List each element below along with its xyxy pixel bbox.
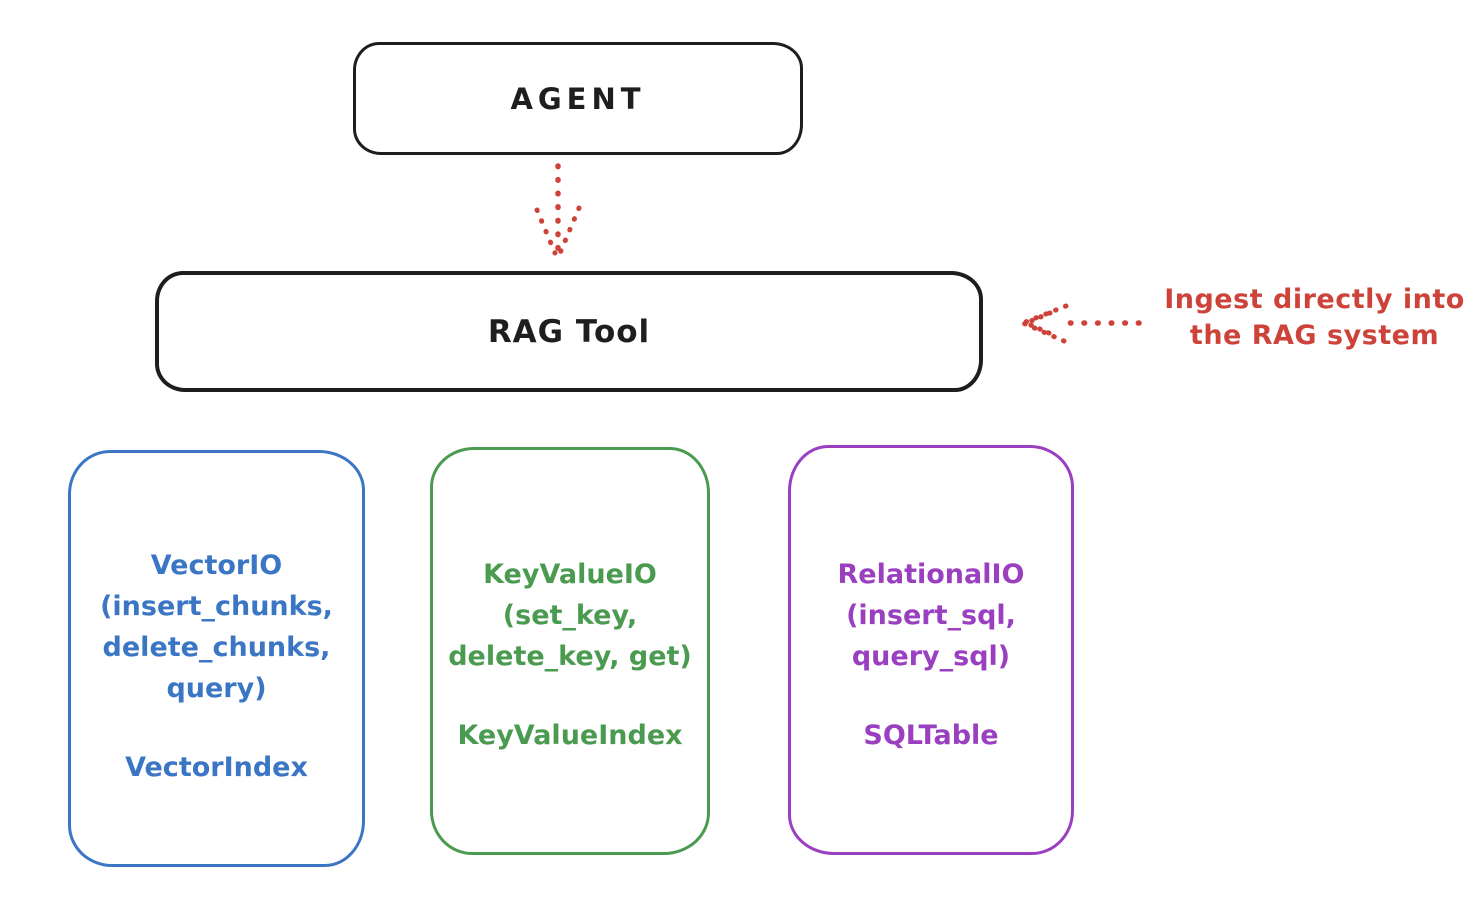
rag-tool-label: RAG Tool [487,313,651,350]
keyvalue-io-line: delete_key, get) [448,641,692,672]
rag-tool-node: RAG Tool [155,271,983,392]
vector-io-line: VectorIO [150,550,283,581]
relational-io-methods: RelationalIO (insert_sql, query_sql) [791,554,1071,677]
agent-node: AGENT [353,42,803,155]
relational-io-line: query_sql) [851,641,1011,672]
annotation-dotted-arrow-icon [1020,303,1142,344]
annotation-text: Ingest directly into the RAG system [1145,282,1484,354]
sql-table-label: SQLTable [863,720,999,751]
vector-io-line: delete_chunks, [102,632,331,663]
keyvalue-io-node: KeyValueIO (set_key, delete_key, get) Ke… [430,447,710,855]
relational-io-node: RelationalIO (insert_sql, query_sql) SQL… [788,445,1074,855]
vector-index-label: VectorIndex [125,752,308,783]
agent-label: AGENT [510,81,646,116]
annotation-line-2: the RAG system [1189,320,1440,351]
annotation-line-1: Ingest directly into [1164,284,1465,315]
agent-to-rag-dotted-arrow-icon [534,163,582,257]
vector-io-methods: VectorIO (insert_chunks, delete_chunks, … [71,545,362,709]
vector-io-line: (insert_chunks, [100,591,333,622]
vector-io-node: VectorIO (insert_chunks, delete_chunks, … [68,450,365,867]
keyvalue-io-line: (set_key, [502,600,638,631]
relational-io-line: RelationalIO [837,559,1025,590]
keyvalue-index-label: KeyValueIndex [457,720,683,751]
keyvalue-io-line: KeyValueIO [483,559,657,590]
relational-io-line: (insert_sql, [846,600,1016,631]
keyvalue-io-methods: KeyValueIO (set_key, delete_key, get) [433,554,707,677]
vector-io-line: query) [166,673,267,704]
